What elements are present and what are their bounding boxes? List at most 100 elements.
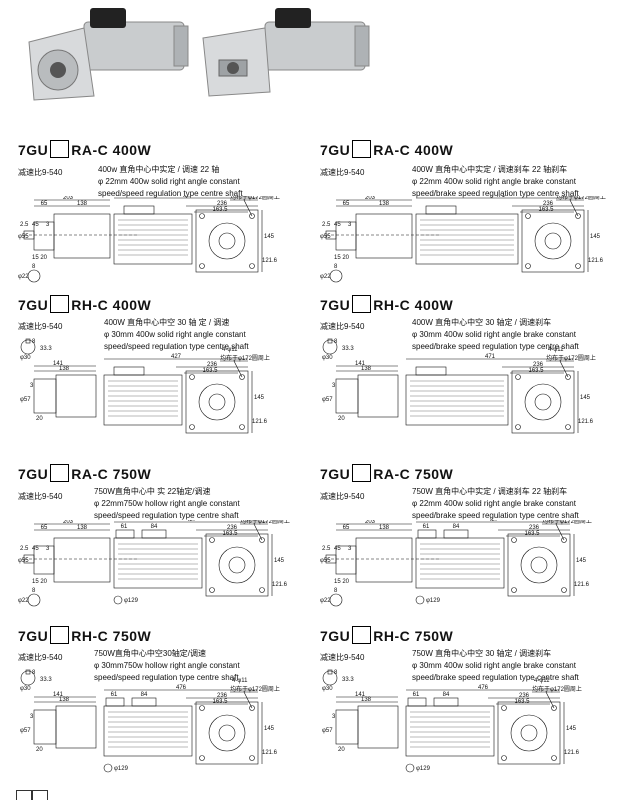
description: 750W直角中心中 实 22轴定/调速 φ 22mm750w hollow rig…: [94, 486, 240, 522]
dim-label: 15 20: [334, 579, 350, 585]
dim-label: 84: [453, 524, 460, 530]
pcd-label: 均布于φ172圆周上: [532, 685, 582, 693]
mount-hole: [511, 537, 517, 543]
drawing-svg: 833.3φ301411383φ5720145121.6427236163.54…: [20, 338, 270, 434]
dim-label: 236: [207, 362, 218, 368]
dim-label: 138: [361, 366, 372, 372]
mount-hole: [249, 705, 255, 711]
reduction-ratio: 减速比9-540: [320, 492, 365, 501]
drawing-svg: 833.3φ301411383φ5720145121.6471236163.54…: [322, 338, 596, 434]
pcd-label: 均布于φ172圆周上: [556, 196, 606, 201]
dim-label: φ30: [322, 355, 333, 361]
dim-label: 163.5: [212, 699, 228, 705]
dim-label: 65: [41, 525, 48, 531]
dim-label: 138: [77, 525, 88, 531]
model-title: 7GU RA-C 750W: [18, 464, 151, 482]
mount-hole: [199, 705, 205, 711]
model-title: 7GU RH-C 750W: [18, 626, 151, 644]
shaft-end-view: [27, 269, 41, 283]
dim-overall: 427: [181, 196, 192, 199]
dim-label: 8: [334, 588, 338, 594]
dim-label: 45: [32, 546, 39, 552]
gearbox-side-view: [55, 374, 97, 418]
dim-label: 8: [32, 264, 36, 270]
dim-label: 121.6: [578, 419, 594, 425]
dim-label: 61: [121, 524, 128, 530]
mount-hole: [259, 537, 265, 543]
mount-hole: [511, 587, 517, 593]
dim-label: φ57: [20, 397, 31, 403]
gearbox-front-view: [507, 533, 571, 597]
model-suffix: RH-C 750W: [71, 628, 152, 644]
mount-hole: [565, 424, 571, 430]
dim-label: 138: [59, 366, 70, 372]
model-suffix: RA-C 750W: [71, 466, 152, 482]
dim-label: 121.6: [262, 750, 278, 756]
mount-hole: [249, 213, 255, 219]
description-line: 750W直角中心中 实 22轴定/调速: [94, 487, 211, 496]
dim-label: 61: [423, 524, 430, 530]
dim-label: 138: [379, 525, 390, 531]
model-prefix: 7GU: [18, 466, 49, 482]
dim-label: 236: [529, 525, 540, 531]
mount-hole: [189, 424, 195, 430]
model-code-box: [352, 140, 372, 158]
dim-label: 45: [334, 546, 341, 552]
footer-mark: [32, 790, 48, 800]
model-code-box: [352, 295, 372, 313]
motor-body: [103, 374, 183, 426]
dim-label: 138: [379, 201, 390, 207]
dim-label: 20: [36, 747, 43, 753]
mount-hole: [551, 705, 557, 711]
dim-label: 33.3: [342, 677, 354, 683]
description-line: speed/speed regulation type centre shaft: [104, 342, 249, 351]
dim-overall: 476: [176, 685, 187, 691]
flange-circle: [218, 546, 256, 584]
dim-label: φ22: [18, 274, 29, 280]
reduction-ratio: 减速比9-540: [320, 653, 365, 662]
dim-label: 3: [30, 383, 34, 389]
description-line: φ 30mm 400w solid right angle constant: [104, 330, 246, 339]
reduction-ratio: 减速比9-540: [18, 322, 63, 331]
description-line: 750W 直角中心中实定 / 调速刹车 22 轴刹车: [412, 487, 568, 496]
model-code-box: [352, 464, 372, 482]
pcd-label: 均布于φ172圆周上: [240, 520, 290, 525]
dim-label: 145: [264, 726, 275, 732]
dim-label: 65: [343, 201, 350, 207]
description-line: speed/brake speed regulation type centre…: [412, 342, 579, 351]
mount-hole: [501, 705, 507, 711]
dim-label: 3: [332, 714, 336, 720]
model-suffix: RA-C 400W: [373, 142, 454, 158]
motor-body: [113, 537, 203, 589]
description-line: speed/brake speed regulation type centre…: [412, 673, 579, 682]
mount-hole: [239, 424, 245, 430]
dim-label: 163.5: [222, 531, 238, 537]
reduction-ratio: 减速比9-540: [18, 168, 63, 177]
mount-hole: [561, 537, 567, 543]
dim-label: 2.5: [322, 546, 331, 552]
description-line: φ 22mm750w hollow right angle constant: [94, 499, 240, 508]
footer-mark: [16, 790, 32, 800]
description-line: φ 22mm 400w solid right angle brake cons…: [412, 499, 576, 508]
dim-label: φ55: [18, 558, 29, 564]
description-line: φ 30mm750w hollow right angle constant: [94, 661, 240, 670]
gearbox-side-view: [355, 213, 413, 259]
gear-motor-photo-solid: [14, 0, 194, 110]
mount-hole: [525, 263, 531, 269]
description: 750W 直角中心中实定 / 调速刹车 22 轴刹车 φ 22mm 400w so…: [412, 486, 579, 522]
description-line: 400w 直角中心中实定 / 调速 22 轴: [98, 165, 220, 174]
dim-label: 61: [111, 692, 118, 698]
dim-label: 236: [543, 201, 554, 207]
description-line: 400W 直角中心中实定 / 调速刹车 22 轴刹车: [412, 165, 568, 174]
shaft-end-view: [27, 593, 41, 607]
mount-hole: [525, 213, 531, 219]
mount-hole: [199, 213, 205, 219]
dim-overall: 476: [478, 685, 489, 691]
gearbox-side-view: [55, 705, 97, 749]
model-prefix: 7GU: [18, 628, 49, 644]
gearbox-front-view: [511, 370, 575, 434]
